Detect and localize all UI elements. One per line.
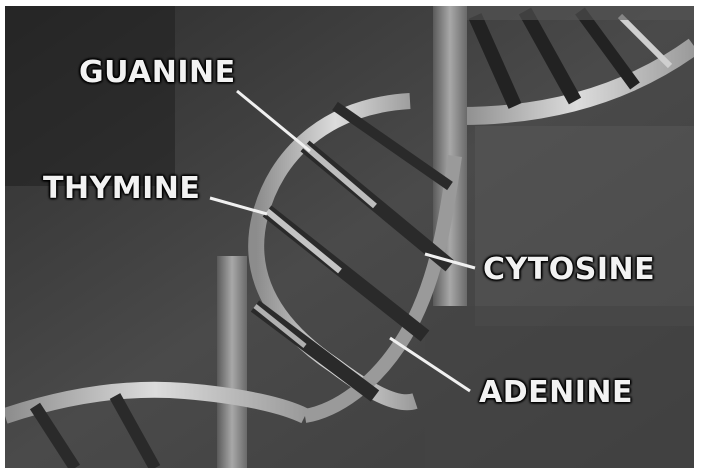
dna-illustration: GUANINE THYMINE CYTOSINE ADENINE — [5, 6, 694, 468]
adenine-label: ADENINE — [479, 378, 633, 408]
guanine-label: GUANINE — [79, 58, 236, 88]
thymine-label: THYMINE — [43, 174, 200, 204]
cytosine-label: CYTOSINE — [483, 255, 655, 285]
shadow-area-left — [5, 6, 175, 186]
light-area-right — [475, 126, 694, 326]
